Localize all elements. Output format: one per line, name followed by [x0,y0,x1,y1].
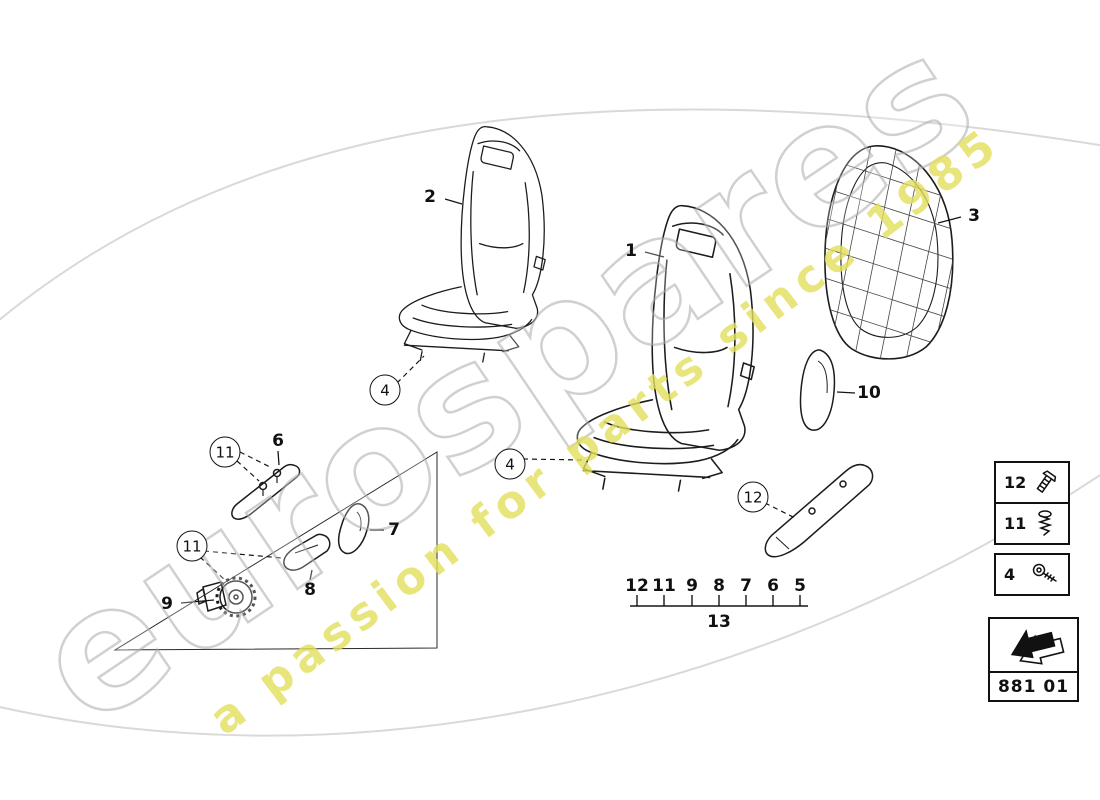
fastener-legend: 12 11 4 [994,461,1070,596]
callout-11-circle-a[interactable]: 11 [209,436,241,468]
callout-13[interactable]: 13 [707,612,731,632]
callout-3[interactable]: 3 [968,206,980,226]
callout-6[interactable]: 6 [272,431,284,451]
legend-box-12[interactable]: 12 [994,461,1070,504]
tapping-screw-icon [1037,509,1053,536]
scale-number-5[interactable]: 5 [794,576,806,596]
bracket-drawing [231,463,301,520]
callout-12-circle[interactable]: 12 [737,481,769,513]
callout-dashed-lines [199,355,798,582]
scale-number-8[interactable]: 8 [713,576,725,596]
callout-1[interactable]: 1 [625,241,637,261]
legend-number-4: 4 [1004,565,1016,584]
trim-cap-drawing [337,503,370,555]
callout-10[interactable]: 10 [857,383,881,403]
reference-frame-lines [113,451,438,651]
legend-box-4[interactable]: 4 [994,553,1070,596]
leader-lines [180,198,962,604]
direction-arrow-icon [1010,629,1065,665]
callout-9[interactable]: 9 [161,594,173,614]
callout-2[interactable]: 2 [424,187,436,207]
side-pad-drawing [799,349,836,431]
diagram-code: 881 01 [997,676,1070,697]
legend-number-12: 12 [1004,473,1027,492]
trim-piece-drawing [283,533,331,571]
bolt-icon [1032,563,1057,582]
scale-number-12[interactable]: 12 [625,576,649,596]
scale-bracket [630,595,808,607]
legend-box-11[interactable]: 11 [994,502,1070,545]
seat-motor-drawing [196,576,257,618]
legend-number-11: 11 [1004,514,1027,533]
callout-4-circle-b[interactable]: 4 [494,448,526,480]
callout-11-circle-b[interactable]: 11 [176,530,208,562]
background-swoosh [0,108,1100,737]
seat-trim-rail-drawing [764,463,874,558]
backrest-frame-drawing [824,145,954,360]
diagram-code-box[interactable]: 881 01 [988,617,1079,702]
expansion-rivet-icon [1036,469,1057,493]
callout-8[interactable]: 8 [304,580,316,600]
seat-main-drawing [576,204,755,492]
scale-number-11[interactable]: 11 [652,576,676,596]
callout-4-circle-a[interactable]: 4 [369,374,401,406]
scale-number-6[interactable]: 6 [767,576,779,596]
code-box-icon-area [990,619,1077,673]
seat-complete-drawing [398,126,546,363]
scale-number-7[interactable]: 7 [740,576,752,596]
scale-number-9[interactable]: 9 [686,576,698,596]
callout-7[interactable]: 7 [388,520,400,540]
